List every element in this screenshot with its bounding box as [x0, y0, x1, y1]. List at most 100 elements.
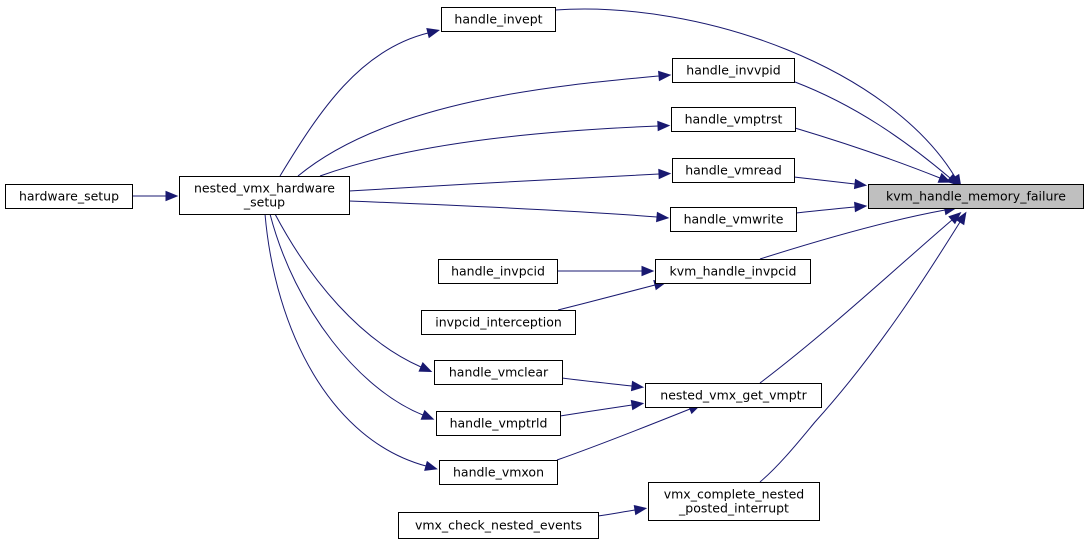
edge-line — [795, 206, 856, 214]
edge-line — [297, 75, 660, 177]
node-box[interactable] — [648, 482, 820, 521]
node-handle_vmptrld[interactable]: handle_vmptrld — [436, 411, 561, 436]
edge-arrowhead — [424, 460, 438, 471]
node-handle_vmxon[interactable]: handle_vmxon — [439, 460, 558, 485]
edge-nested_vmx_hardware_setup-to-handle_vmclear — [274, 213, 433, 373]
edge-line — [559, 404, 633, 417]
node-label: nested_vmx_get_vmptr — [660, 388, 807, 403]
node-handle_invept[interactable]: handle_invept — [441, 7, 556, 32]
edge-line — [554, 8, 956, 178]
edge-line — [269, 213, 424, 416]
edge-arrowhead — [630, 380, 645, 392]
edge-line — [794, 81, 951, 179]
edge-nested_vmx_hardware_setup-to-handle_vmwrite — [348, 200, 670, 223]
edge-line — [348, 173, 660, 192]
node-box[interactable] — [655, 259, 811, 284]
node-box[interactable] — [398, 512, 599, 539]
node-box[interactable] — [672, 158, 795, 183]
edge-handle_vmptrld-to-nested_vmx_get_vmptr — [559, 399, 645, 417]
edge-line — [348, 200, 658, 218]
edge-line — [794, 127, 941, 179]
node-box[interactable] — [670, 207, 797, 232]
node-box[interactable] — [441, 7, 556, 32]
edge-handle_vmwrite-to-kvm_handle_memory_failure — [795, 201, 868, 214]
node-box[interactable] — [868, 184, 1084, 209]
edge-invpcid_interception-to-kvm_handle_invpcid — [557, 279, 667, 311]
node-label: kvm_handle_memory_failure — [886, 189, 1066, 204]
edge-line — [319, 125, 659, 177]
edge-line — [279, 32, 429, 177]
node-box[interactable] — [5, 184, 133, 209]
node-box[interactable] — [439, 460, 558, 485]
node-box[interactable] — [438, 259, 558, 284]
node-label: handle_vmxon — [453, 465, 544, 480]
edge-arrowhead — [656, 211, 670, 223]
edge-arrowhead — [658, 168, 672, 180]
edge-arrowhead — [955, 211, 967, 226]
node-handle_vmptrst[interactable]: handle_vmptrst — [671, 107, 796, 132]
node-vmx_complete_nested_posted_interrupt[interactable]: vmx_complete_nested_posted_interrupt — [648, 482, 820, 521]
edge-line — [274, 213, 422, 368]
node-label: handle_vmptrld — [450, 416, 548, 431]
edge-line — [597, 509, 636, 517]
node-hardware_setup[interactable]: hardware_setup — [5, 184, 133, 209]
edge-hardware_setup-to-nested_vmx_hardware_setup — [132, 190, 179, 202]
node-label: vmx_check_nested_events — [415, 518, 582, 533]
edge-nested_vmx_hardware_setup-to-handle_vmptrld — [269, 213, 435, 420]
node-box[interactable] — [671, 107, 796, 132]
edge-arrowhead — [426, 27, 440, 39]
edge-arrowhead — [641, 265, 655, 277]
node-kvm_handle_memory_failure[interactable]: kvm_handle_memory_failure — [868, 184, 1084, 209]
edge-nested_vmx_hardware_setup-to-handle_vmptrst — [319, 120, 671, 177]
node-vmx_check_nested_events[interactable]: vmx_check_nested_events — [398, 512, 599, 539]
edges — [132, 8, 967, 517]
node-label: hardware_setup — [19, 189, 119, 204]
node-box[interactable] — [645, 383, 822, 408]
edge-line — [759, 219, 953, 384]
edge-handle_vmread-to-kvm_handle_memory_failure — [793, 176, 868, 190]
node-handle_vmread[interactable]: handle_vmread — [672, 158, 795, 183]
node-handle_vmclear[interactable]: handle_vmclear — [434, 360, 563, 385]
edge-handle_vmptrst-to-kvm_handle_memory_failure — [794, 127, 952, 183]
node-box[interactable] — [421, 310, 576, 335]
node-nested_vmx_get_vmptr[interactable]: nested_vmx_get_vmptr — [645, 383, 822, 408]
node-label: handle_vmptrst — [685, 112, 783, 127]
edge-arrowhead — [420, 409, 435, 420]
node-handle_invpcid[interactable]: handle_invpcid — [438, 259, 558, 284]
node-label: handle_vmread — [685, 163, 782, 178]
edge-line — [759, 209, 946, 260]
edge-handle_vmclear-to-nested_vmx_get_vmptr — [561, 377, 645, 392]
edge-line — [561, 377, 633, 387]
node-nested_vmx_hardware_setup[interactable]: nested_vmx_hardware_setup — [179, 176, 350, 215]
nodes: kvm_handle_memory_failure handle_inveptha… — [5, 7, 1084, 539]
node-handle_invvpid[interactable]: handle_invvpid — [672, 58, 795, 83]
edge-arrowhead — [633, 504, 648, 516]
node-handle_vmwrite[interactable]: handle_vmwrite — [670, 207, 797, 232]
node-box[interactable] — [436, 411, 561, 436]
edge-nested_vmx_hardware_setup-to-handle_invept — [279, 27, 440, 177]
edge-line — [264, 213, 427, 467]
node-invpcid_interception[interactable]: invpcid_interception — [421, 310, 576, 335]
edge-vmx_complete_nested_posted_interrupt-to-kvm_handle_memory_failure — [759, 211, 967, 483]
node-label: _posted_interrupt — [678, 501, 789, 516]
edge-line — [557, 284, 656, 311]
node-kvm_handle_invpcid[interactable]: kvm_handle_invpcid — [655, 259, 811, 284]
edge-arrowhead — [946, 173, 960, 186]
edge-arrowhead — [657, 120, 671, 132]
node-box[interactable] — [672, 58, 795, 83]
node-label: vmx_complete_nested — [664, 487, 805, 502]
edge-line — [759, 221, 961, 483]
node-label: nested_vmx_hardware — [194, 181, 335, 196]
node-label: handle_invept — [454, 12, 542, 27]
edge-arrowhead — [937, 172, 952, 183]
node-box[interactable] — [179, 176, 350, 215]
node-label: handle_vmwrite — [684, 212, 784, 227]
edge-nested_vmx_hardware_setup-to-handle_invvpid — [297, 70, 672, 177]
edge-handle_invvpid-to-kvm_handle_memory_failure — [794, 81, 960, 186]
node-label: handle_invpcid — [451, 264, 545, 279]
edge-vmx_check_nested_events-to-vmx_complete_nested_posted_interrupt — [597, 504, 648, 517]
edge-arrowhead — [854, 201, 868, 213]
node-label: invpcid_interception — [435, 315, 562, 330]
node-box[interactable] — [434, 360, 563, 385]
